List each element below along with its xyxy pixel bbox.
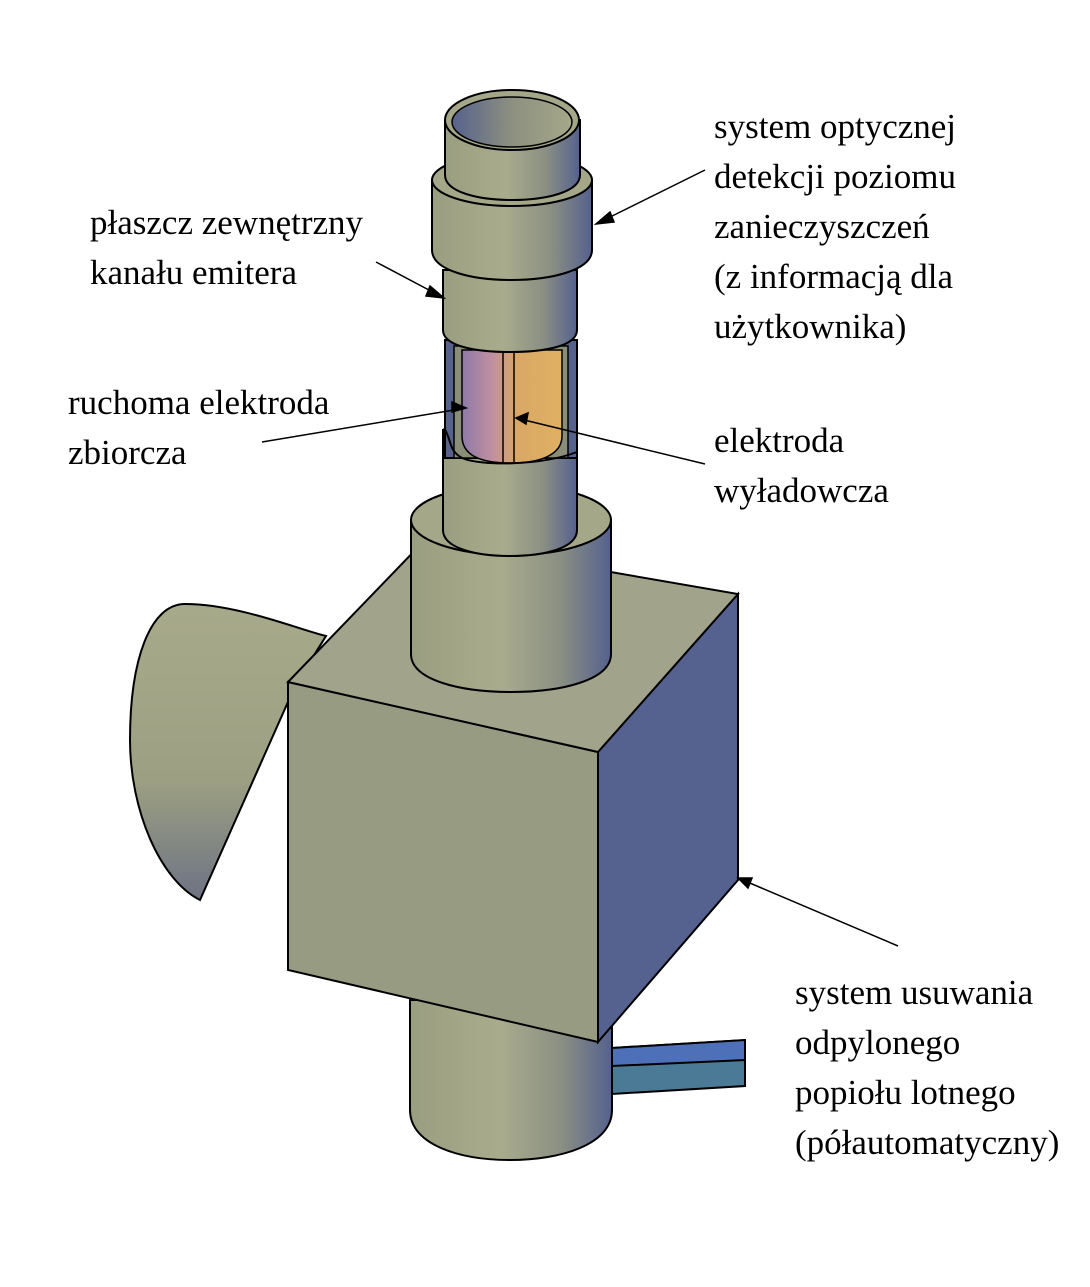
leader-ash [737, 877, 899, 947]
label-line: (półautomatyczny) [795, 1123, 1060, 1162]
label-line: odpylonego [795, 1023, 961, 1062]
label-collecting-electrode: ruchoma elektroda zbiorcza [68, 378, 329, 478]
ash-removal-pipe [611, 1038, 746, 1096]
side-inlet-cylinder [128, 602, 328, 902]
leader-lines [261, 169, 899, 947]
label-discharge-electrode: elektroda wyładowcza [714, 416, 889, 516]
housing-box [286, 538, 740, 1045]
label-line: detekcji poziomu [714, 157, 957, 196]
label-line: ruchoma elektroda [68, 383, 330, 422]
label-line: popiołu lotnego [795, 1073, 1016, 1112]
leader-optical [595, 169, 706, 225]
label-line: (z informacją dla [714, 257, 954, 296]
label-line: elektroda [714, 421, 845, 460]
top-pipe [444, 89, 581, 202]
upper-tube [442, 269, 578, 354]
leader-discharge [515, 417, 706, 465]
label-line: system optycznej [714, 107, 957, 146]
label-line: system usuwania [795, 973, 1034, 1012]
leader-collecting [261, 407, 467, 443]
label-outer-jacket: płaszcz zewnętrzny kanału emitera [90, 198, 363, 298]
label-optical-detection-system: system optycznej detekcji poziomu zaniec… [714, 102, 956, 352]
label-line: wyładowcza [714, 471, 889, 510]
label-line: zbiorcza [68, 433, 187, 472]
label-ash-removal-system: system usuwania odpylonego popiołu lotne… [795, 968, 1059, 1168]
bottom-outlet-cylinder [409, 999, 613, 1162]
label-line: płaszcz zewnętrzny [90, 203, 364, 242]
label-line: użytkownika) [714, 307, 907, 346]
cutaway-window [443, 339, 578, 465]
label-line: kanału emitera [90, 253, 297, 292]
label-line: zanieczyszczeń [714, 207, 930, 246]
